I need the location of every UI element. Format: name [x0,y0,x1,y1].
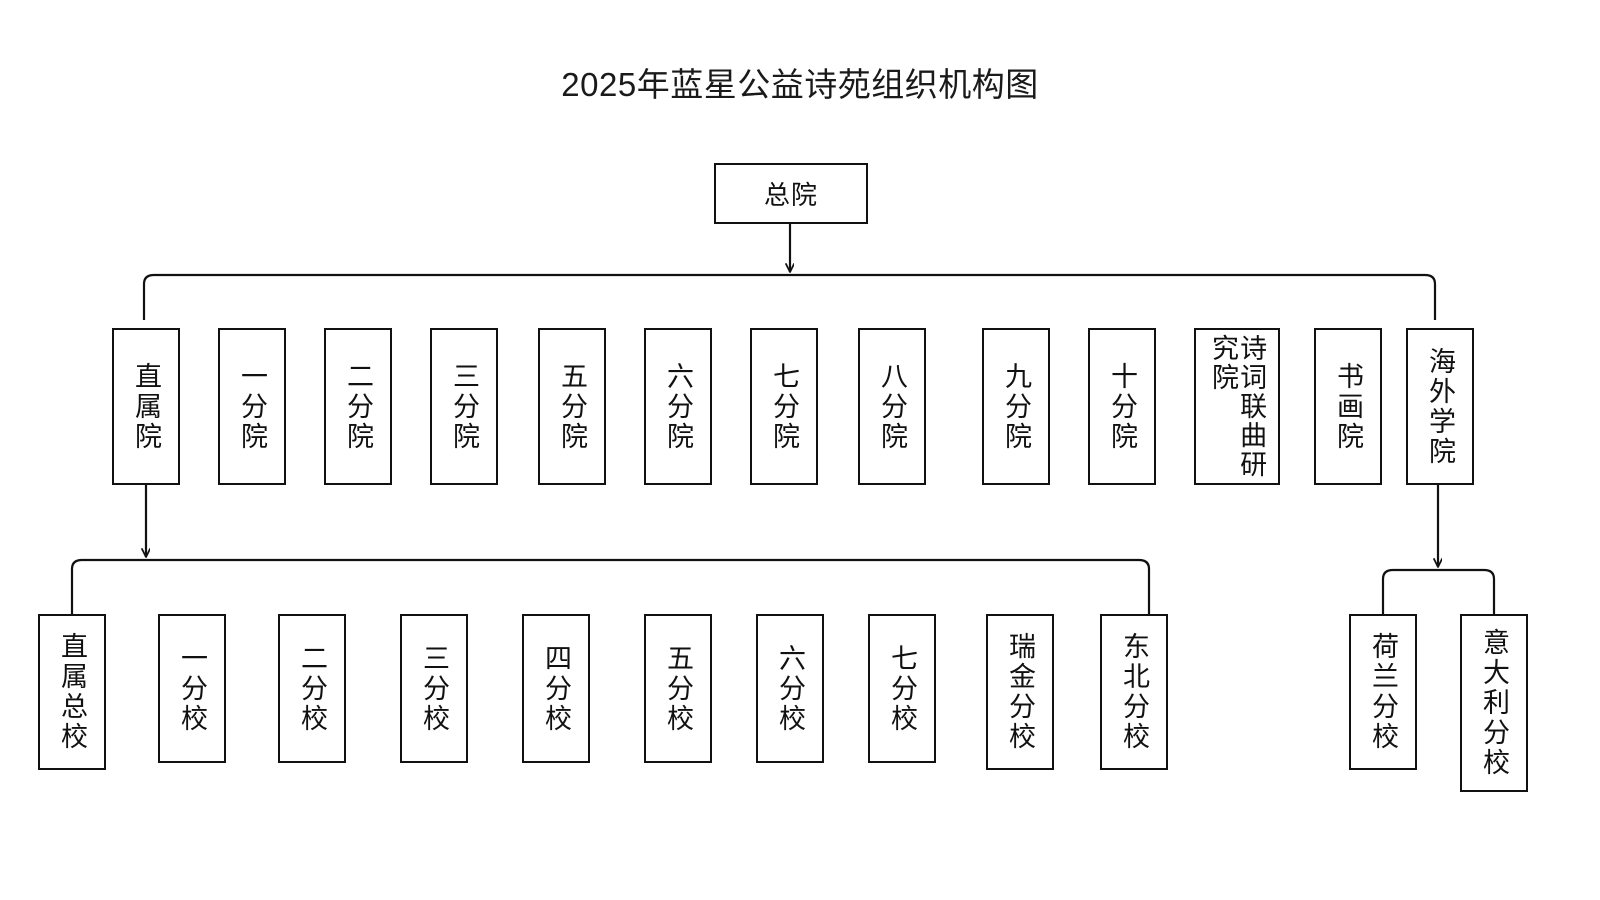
node-level3-direct-main-school[interactable]: 直属总校 [38,614,106,770]
node-label: 三分校 [419,643,450,734]
node-label: 十分院 [1107,361,1138,452]
node-label: 二分校 [297,643,328,734]
node-level3-school-northeast[interactable]: 东北分校 [1100,614,1168,770]
node-level3-school-ruijin[interactable]: 瑞金分校 [986,614,1054,770]
node-level3-school-1[interactable]: 一分校 [158,614,226,763]
node-label: 六分院 [663,361,694,452]
node-label: 九分院 [1001,361,1032,452]
node-label: 八分院 [877,361,908,452]
node-level3-school-2[interactable]: 二分校 [278,614,346,763]
node-label: 瑞金分校 [1005,632,1036,752]
node-level2-branch-2[interactable]: 二分院 [324,328,392,485]
node-label: 直属总校 [57,632,88,752]
node-level2-zhishuyuan[interactable]: 直属院 [112,328,180,485]
node-level3-school-6[interactable]: 六分校 [756,614,824,763]
node-label: 七分校 [887,643,918,734]
node-level2-branch-3[interactable]: 三分院 [430,328,498,485]
node-root-label: 总院 [763,180,818,210]
node-level2-branch-9[interactable]: 九分院 [982,328,1050,485]
node-label: 六分校 [775,643,806,734]
bus-level3-direct [70,558,1151,614]
node-label: 七分院 [769,361,800,452]
page-title: 2025年蓝星公益诗苑组织机构图 [561,66,1039,103]
node-level3-school-italy[interactable]: 意大利分校 [1460,614,1528,792]
node-level3-school-netherlands[interactable]: 荷兰分校 [1349,614,1417,770]
node-level2-branch-7[interactable]: 七分院 [750,328,818,485]
node-label: 诗词联曲研究院 [1208,334,1267,479]
node-label: 五分院 [557,361,588,452]
node-level2-calligraphy-painting[interactable]: 书画院 [1314,328,1382,485]
node-level2-branch-10[interactable]: 十分院 [1088,328,1156,485]
bus-level2 [142,273,1437,320]
node-level2-poetry-research-institute[interactable]: 诗词联曲研究院 [1194,328,1280,485]
node-label: 三分院 [449,361,480,452]
node-label: 海外学院 [1425,346,1456,467]
node-label: 直属院 [131,361,162,452]
node-label: 荷兰分校 [1368,632,1399,752]
node-level3-school-3[interactable]: 三分校 [400,614,468,763]
node-label: 四分校 [541,643,572,734]
node-level2-branch-8[interactable]: 八分院 [858,328,926,485]
node-level3-school-5[interactable]: 五分校 [644,614,712,763]
node-root[interactable]: 总院 [714,163,868,224]
node-level2-branch-5[interactable]: 五分院 [538,328,606,485]
node-label: 东北分校 [1119,632,1150,752]
node-label: 一分院 [237,361,268,452]
node-label: 一分校 [177,643,208,734]
node-level3-school-7[interactable]: 七分校 [868,614,936,763]
node-label: 五分校 [663,643,694,734]
node-label: 书画院 [1333,361,1364,452]
node-level3-school-4[interactable]: 四分校 [522,614,590,763]
node-label: 二分院 [343,361,374,452]
node-level2-branch-1[interactable]: 一分院 [218,328,286,485]
node-level2-overseas-college[interactable]: 海外学院 [1406,328,1474,485]
node-level2-branch-6[interactable]: 六分院 [644,328,712,485]
bus-level3-overseas [1381,568,1496,614]
node-label: 意大利分校 [1479,628,1510,778]
